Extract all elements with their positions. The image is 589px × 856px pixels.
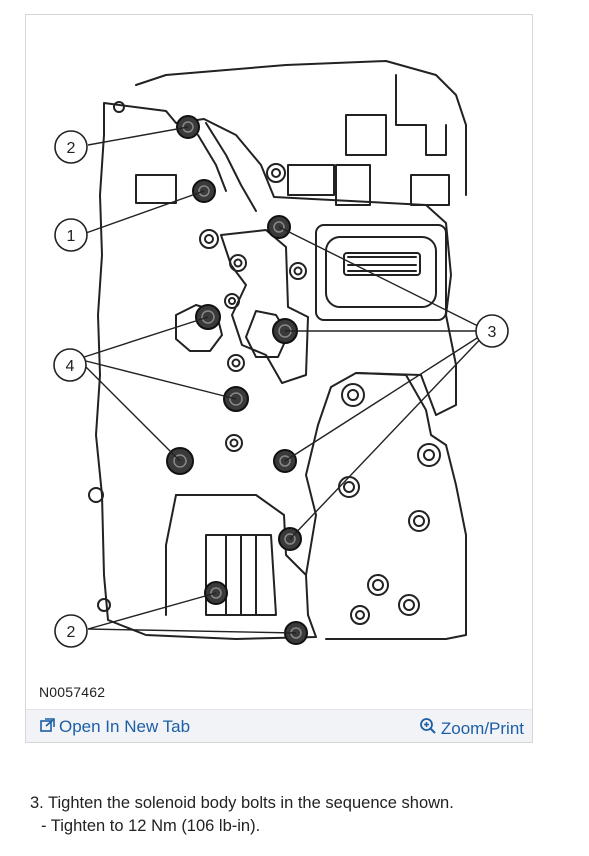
solenoid-body-diagram: 2 1 4 3 2 (53, 60, 509, 648)
step-3-text: 3. Tighten the solenoid body bolts in th… (30, 794, 454, 812)
housing-outline (95, 102, 457, 640)
open-in-new-tab-link[interactable]: Open In New Tab (40, 717, 190, 737)
callout-1: 1 (67, 228, 76, 245)
callout-2-upper: 2 (67, 140, 76, 157)
figure-action-bar: Open In New Tab Zoom/Print (26, 709, 532, 742)
callout-4: 4 (66, 358, 75, 375)
torque-spec-text: - Tighten to 12 Nm (106 lb-in). (41, 817, 261, 835)
callout-3: 3 (488, 324, 497, 341)
zoom-print-link[interactable]: Zoom/Print (419, 717, 524, 740)
callout-2-lower: 2 (67, 624, 76, 641)
figure-id: N0057462 (39, 684, 106, 700)
open-in-new-tab-label: Open In New Tab (59, 717, 191, 736)
zoom-print-label: Zoom/Print (440, 718, 524, 738)
magnifier-plus-icon (419, 717, 437, 740)
figure-card: 2 1 4 3 2 N0057462 Open In New Tab (25, 14, 533, 743)
instructions: 3. Tighten the solenoid body bolts in th… (30, 792, 454, 838)
open-in-new-tab-icon (40, 717, 55, 737)
